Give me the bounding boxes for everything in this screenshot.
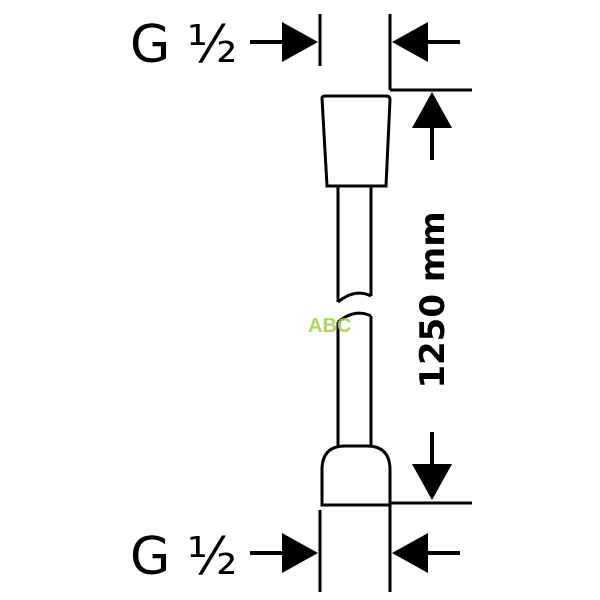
- hose-lower: [336, 316, 373, 446]
- top-right-arrow: [392, 22, 428, 62]
- hose-break-upper: [337, 291, 372, 304]
- top-fitting: [320, 94, 392, 188]
- bottom-right-arrow: [392, 533, 428, 573]
- hose-break-lower: [337, 311, 372, 324]
- watermark: ABC: [308, 315, 351, 337]
- length-arrow-down: [412, 464, 452, 500]
- length-label: 1250 mm: [413, 211, 453, 388]
- top-left-arrow: [282, 22, 318, 62]
- top-thread-label: G ½: [130, 15, 237, 75]
- hose-upper: [336, 186, 373, 302]
- bottom-left-arrow: [282, 533, 318, 573]
- bottom-thread-label: G ½: [130, 527, 237, 587]
- bottom-fitting: [320, 444, 392, 507]
- length-arrow-up: [412, 92, 452, 128]
